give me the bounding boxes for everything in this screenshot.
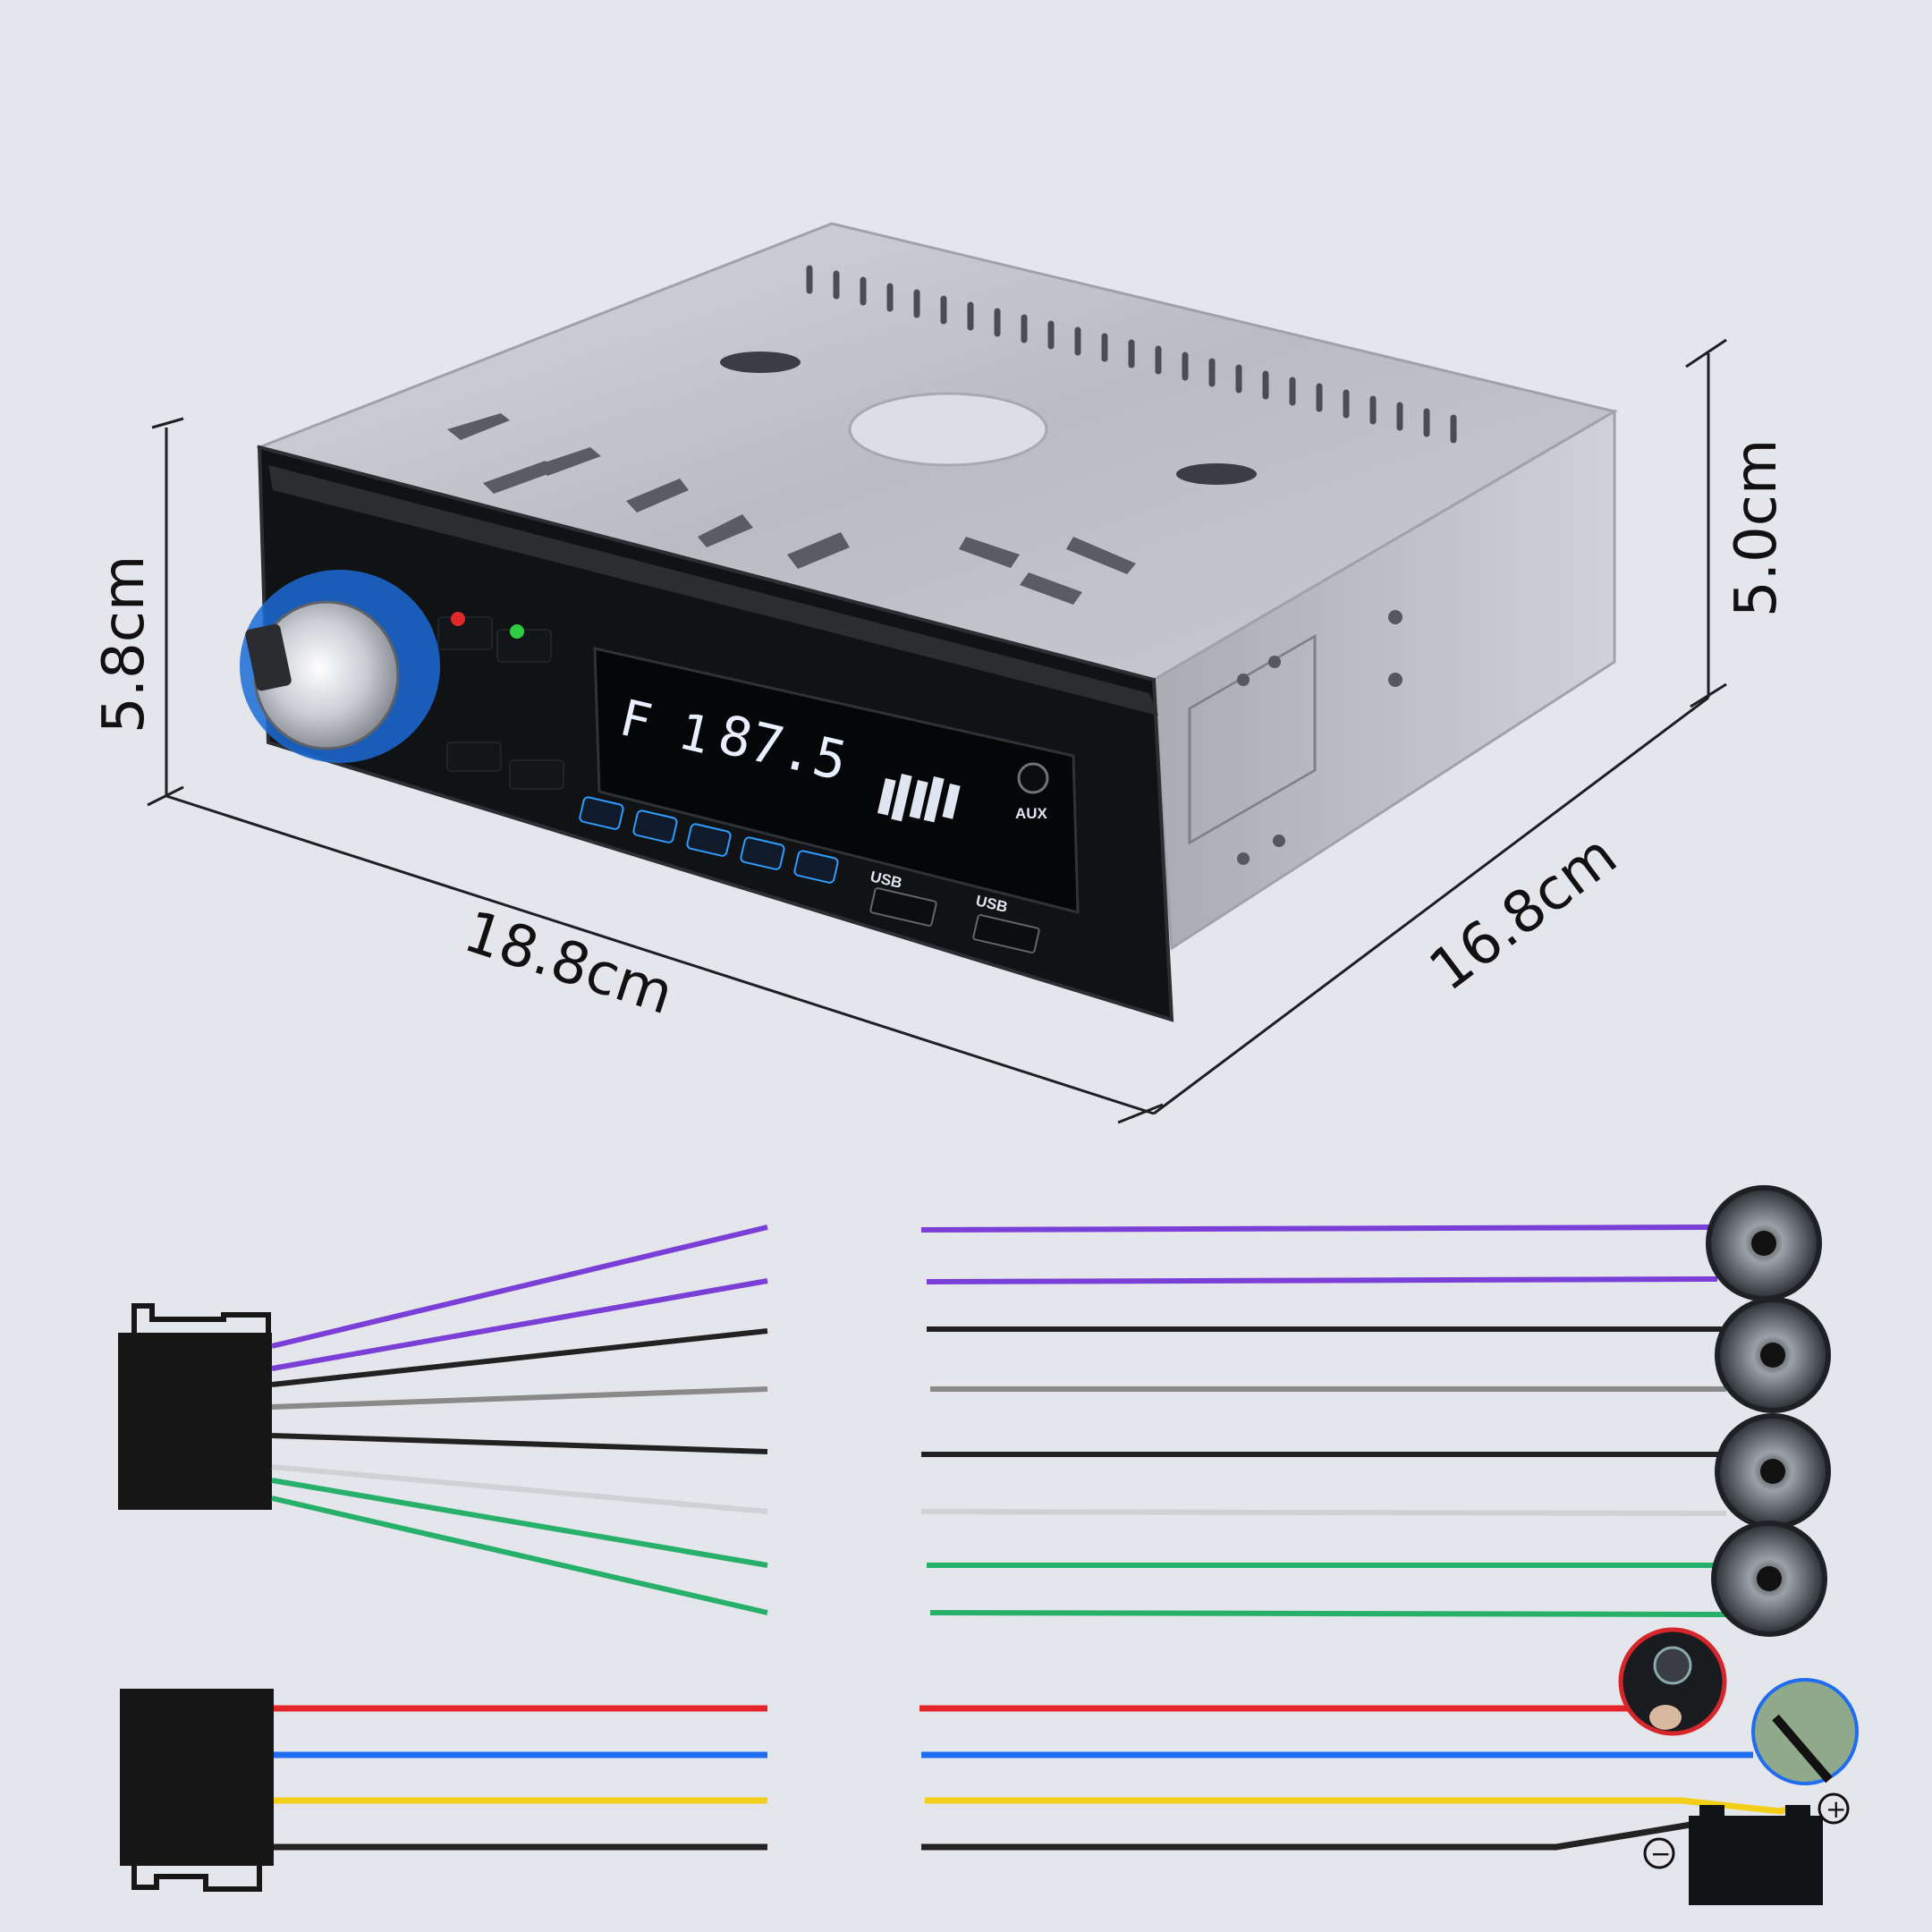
usb-port-2[interactable]	[972, 914, 1040, 953]
speaker-harness-connector	[118, 1333, 272, 1510]
top-buttons	[437, 612, 564, 790]
preset-button-3[interactable]	[686, 823, 732, 857]
speaker-wires-right	[920, 1224, 1727, 1617]
preset-button-5[interactable]	[793, 850, 839, 884]
power-harness-connector	[120, 1689, 274, 1866]
eq-bars	[877, 774, 961, 823]
speaker-icon	[1711, 1521, 1827, 1637]
battery-plus-symbol	[1818, 1792, 1850, 1825]
dimension-lines	[147, 338, 1727, 1124]
speaker-icon	[1715, 1413, 1831, 1530]
car-radio-unit: F 1 87.5	[240, 222, 1618, 1022]
preset-button-1[interactable]	[579, 796, 624, 830]
wiring-diagram: + −	[118, 1185, 1859, 1905]
speaker-icon	[1715, 1297, 1831, 1413]
preset-buttons	[579, 796, 839, 884]
mode-button[interactable]	[446, 741, 502, 772]
antenna-icon	[1751, 1678, 1859, 1785]
chassis-side	[1152, 409, 1616, 951]
battery-minus-label: −	[1650, 1839, 1671, 1868]
battery-plus-label: +	[1826, 1794, 1846, 1824]
dimension-width-front: 18.8cm	[456, 899, 681, 1029]
battery-icon: + −	[1643, 1792, 1850, 1905]
speaker-wires-left	[271, 1224, 768, 1615]
vent-slots	[806, 265, 1457, 444]
aux-jack[interactable]	[1017, 762, 1049, 794]
aux-label: AUX	[1015, 805, 1048, 822]
power-wires-left	[274, 1705, 767, 1851]
ignition-key-icon	[1618, 1627, 1727, 1736]
preset-button-4[interactable]	[740, 836, 785, 870]
hangup-button[interactable]	[496, 629, 552, 663]
play-pause-button[interactable]	[509, 759, 564, 790]
lcd-display	[593, 647, 1080, 914]
dimension-depth: 16.8cm	[1418, 822, 1629, 1004]
call-red-icon	[451, 612, 465, 626]
chassis-round-plate	[848, 392, 1048, 467]
call-green-icon	[510, 624, 524, 639]
dimension-height-front: 5.8cm	[91, 555, 157, 733]
dimension-height-back: 5.0cm	[1724, 439, 1790, 617]
stamped-tabs	[447, 413, 1136, 605]
battery-minus-symbol	[1643, 1837, 1675, 1869]
usb-port-1[interactable]	[869, 887, 937, 927]
call-button[interactable]	[437, 616, 493, 650]
speaker-icon	[1706, 1185, 1822, 1301]
preset-button-2[interactable]	[632, 809, 678, 843]
